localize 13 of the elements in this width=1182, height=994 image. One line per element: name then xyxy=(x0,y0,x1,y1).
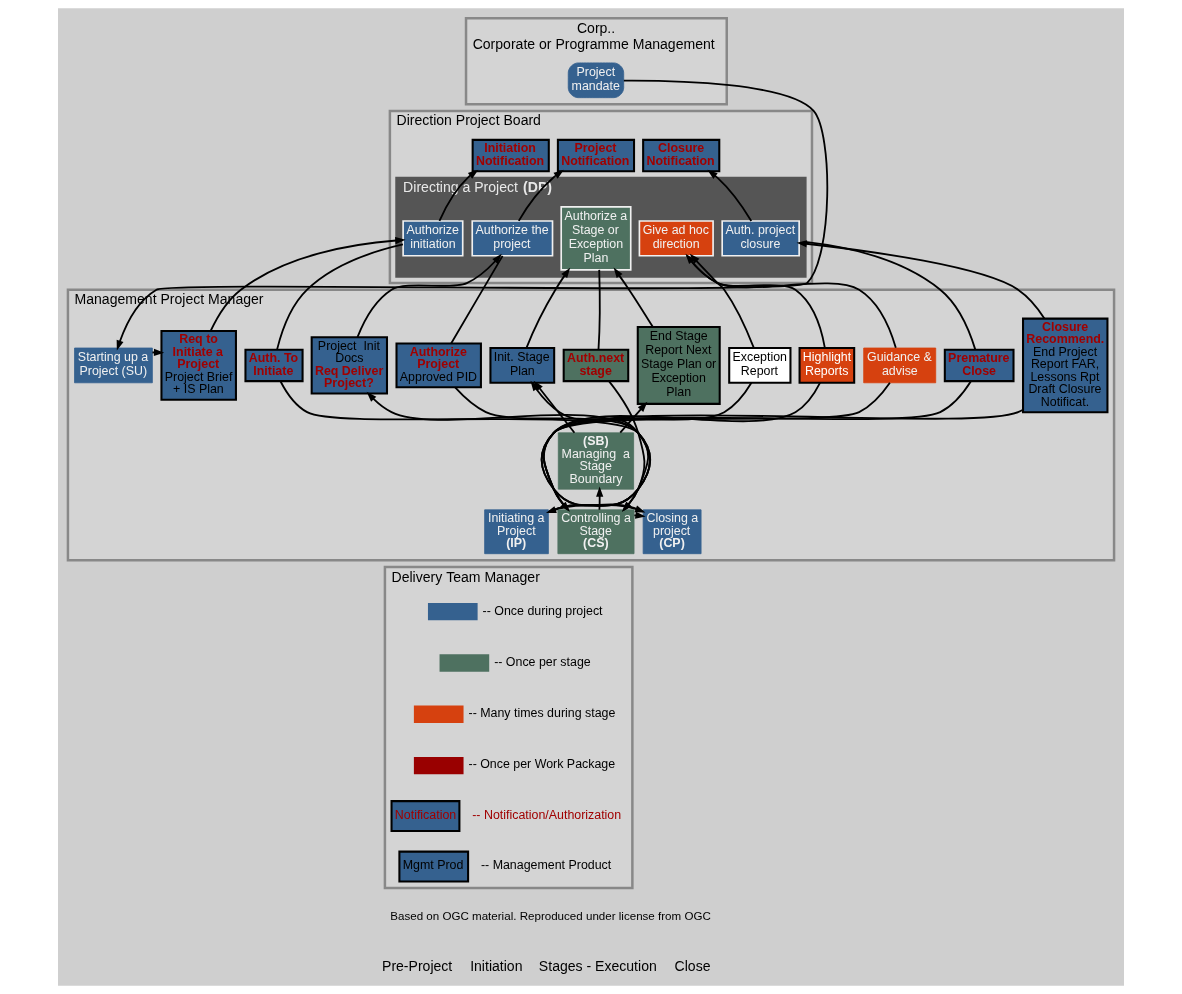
label: Pre-Project xyxy=(382,957,453,974)
legend-label: -- Many times during stage xyxy=(468,706,616,721)
legend-label: -- Once during project xyxy=(482,603,603,618)
legend-label: -- Once per stage xyxy=(494,654,591,669)
legend-label: -- Once per Work Package xyxy=(468,757,616,772)
label: Close xyxy=(674,957,711,974)
label: Mgmt Prod xyxy=(402,858,464,873)
label: Stages - Execution xyxy=(538,957,657,974)
label: Based on OGC material. Reproduced under license from OGC xyxy=(390,910,711,923)
label: Notification xyxy=(394,807,457,822)
legend-label: -- Management Product xyxy=(480,858,612,873)
label: Initiation xyxy=(470,957,523,974)
legend-label: -- Notification/Authorization xyxy=(472,807,622,822)
